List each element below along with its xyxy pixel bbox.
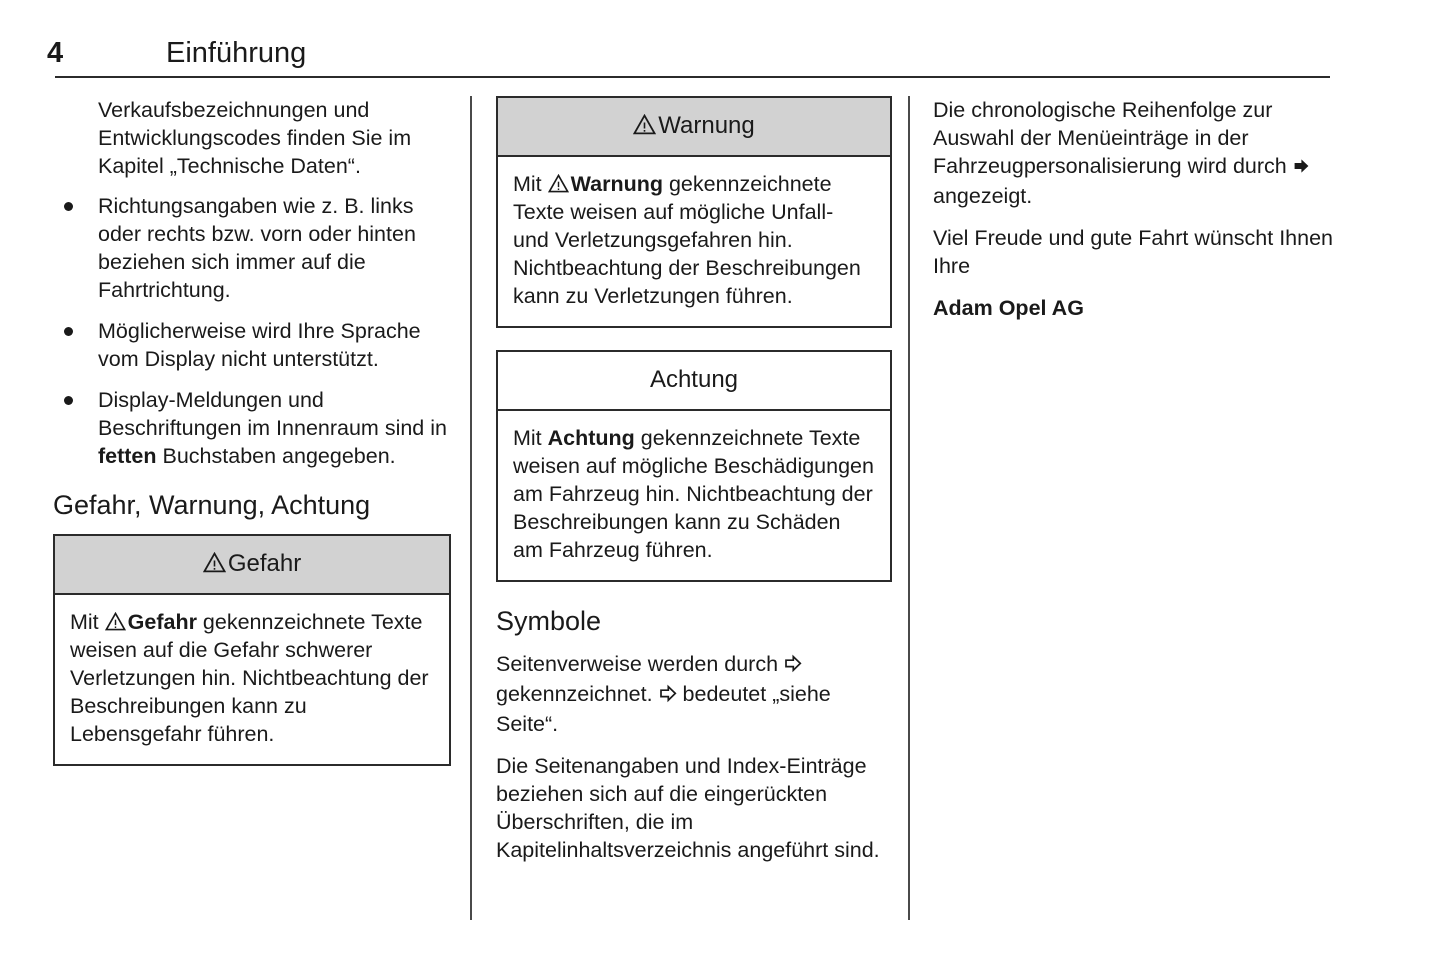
column-separator-2: [908, 96, 910, 920]
caution-notice-header: Achtung: [498, 352, 890, 411]
personalisation-part-b: angezeigt.: [933, 184, 1033, 208]
column-two: Warnung Mit Warnung gekennzeichnete Text…: [496, 96, 892, 878]
bullet-dot-icon: [64, 327, 73, 336]
caution-notice-body: Mit Achtung gekennzeichnete Texte weisen…: [498, 411, 890, 580]
danger-notice-box: Gefahr Mit Gefahr gekennzeichnete Texte …: [53, 534, 451, 766]
warning-notice-header: Warnung: [498, 98, 890, 157]
symbols-para1-part-b: gekennzeichnet.: [496, 682, 659, 706]
bullet-dot-icon: [64, 396, 73, 405]
outline-right-arrow-icon: [784, 652, 802, 680]
symbols-para1-part-c: bedeutet „siehe Seite“.: [496, 682, 831, 736]
list-item-label-bold: fetten: [98, 444, 157, 468]
intro-paragraph: Verkaufsbezeichnungen und Entwicklungsco…: [98, 98, 412, 178]
list-item-label-prefix: Display-Meldungen und Beschriftungen im …: [98, 388, 447, 440]
warning-triangle-icon: [633, 114, 657, 135]
list-item: Möglicherweise wird Ihre Sprache vom Dis…: [53, 317, 451, 373]
warning-notice-title: Warnung: [658, 112, 755, 139]
warning-triangle-icon: [202, 552, 226, 573]
section-heading-symbols: Symbole: [496, 606, 602, 636]
danger-notice-body: Mit Gefahr gekennzeichnete Texte weisen …: [55, 595, 449, 764]
page-header: 4 Einführung: [0, 34, 1445, 82]
warning-body-suffix: gekennzeichnete Texte weisen auf möglich…: [513, 172, 861, 308]
header-divider: [55, 76, 1330, 78]
closing-paragraph: Viel Freude und gute Fahrt wünscht Ihnen…: [933, 226, 1333, 278]
page-title: Einführung: [166, 37, 307, 69]
danger-notice-header: Gefahr: [55, 536, 449, 595]
column-one: Verkaufsbezeichnungen und Entwicklungsco…: [53, 96, 451, 788]
list-item-label-suffix: Buchstaben angegeben.: [156, 444, 396, 468]
danger-body-prefix: Mit: [70, 610, 105, 634]
list-item: Display-Meldungen und Beschriftungen im …: [53, 386, 451, 470]
caution-body-suffix: gekennzeichnete Texte weisen auf möglich…: [513, 426, 874, 562]
personalisation-paragraph: Die chronologische Reihenfolge zur Auswa…: [933, 96, 1333, 210]
bullet-dot-icon: [64, 202, 73, 211]
solid-right-arrow-icon: [1293, 154, 1310, 182]
personalisation-part-a: Die chronologische Reihenfolge zur Auswa…: [933, 98, 1293, 178]
danger-notice-title: Gefahr: [227, 550, 302, 577]
page-number: 4: [47, 37, 64, 69]
warning-body-bold: Warnung: [570, 172, 663, 196]
symbols-paragraph-2: Die Seitenangaben und Index-Einträge bez…: [496, 754, 880, 862]
symbols-paragraph-1: Seitenverweise werden durch gekennzeichn…: [496, 650, 892, 738]
caution-body-prefix: Mit: [513, 426, 548, 450]
column-three: Die chronologische Reihenfolge zur Auswa…: [933, 96, 1333, 336]
caution-body-bold: Achtung: [547, 426, 635, 450]
list-item: Richtungsangaben wie z. B. links oder re…: [53, 192, 451, 304]
list-item-label: Richtungsangaben wie z. B. links oder re…: [98, 194, 416, 302]
symbols-para1-part-a: Seitenverweise werden durch: [496, 652, 785, 676]
warning-triangle-icon: [104, 612, 126, 631]
danger-body-bold: Gefahr: [127, 610, 197, 634]
warning-notice-box: Warnung Mit Warnung gekennzeichnete Text…: [496, 96, 892, 328]
notes-bullet-list: Richtungsangaben wie z. B. links oder re…: [53, 192, 451, 470]
list-item-label: Möglicherweise wird Ihre Sprache vom Dis…: [98, 319, 421, 371]
outline-right-arrow-icon: [659, 682, 677, 710]
warning-triangle-icon: [547, 174, 569, 193]
column-separator-1: [470, 96, 472, 920]
section-heading-danger-warning-caution: Gefahr, Warnung, Achtung: [53, 490, 371, 520]
warning-body-prefix: Mit: [513, 172, 548, 196]
warning-notice-body: Mit Warnung gekennzeichnete Texte weisen…: [498, 157, 890, 326]
caution-notice-title: Achtung: [649, 366, 739, 393]
caution-notice-box: Achtung Mit Achtung gekennzeichnete Text…: [496, 350, 892, 582]
danger-body-suffix: gekennzeichnete Texte weisen auf die Gef…: [70, 610, 429, 746]
company-signature: Adam Opel AG: [933, 296, 1084, 320]
